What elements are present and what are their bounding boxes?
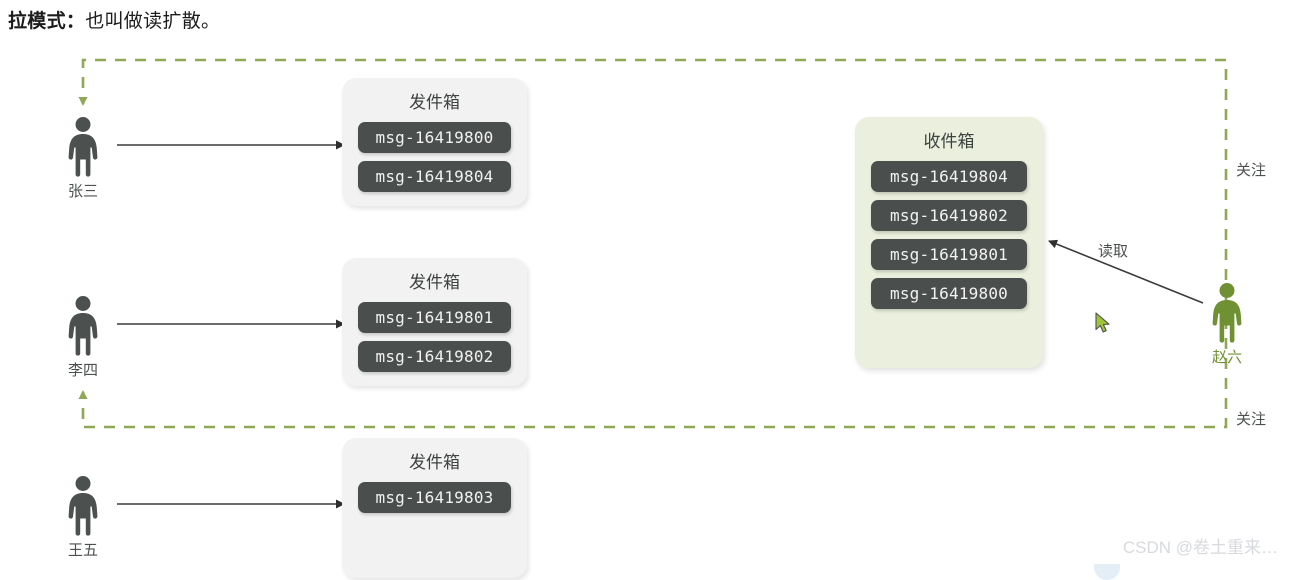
person-name: 王五 xyxy=(67,542,98,559)
person-wangwu[interactable]: 王五 xyxy=(51,475,115,560)
outbox-lisi[interactable]: 发件箱 msg-16419801 msg-16419802 xyxy=(342,258,527,386)
person-icon xyxy=(1212,283,1242,343)
watermark: CSDN @卷土重来… xyxy=(1122,538,1278,557)
person-name: 张三 xyxy=(67,183,98,200)
message-pill[interactable]: msg-16419804 xyxy=(871,161,1027,192)
outbox-title: 发件箱 xyxy=(409,93,460,112)
person-icon xyxy=(68,117,98,177)
message-pill[interactable]: msg-16419802 xyxy=(871,200,1027,231)
read-edge-label: 读取 xyxy=(1098,243,1129,260)
person-zhangsan[interactable]: 张三 xyxy=(51,116,115,201)
page-title-rest: 也叫做读扩散。 xyxy=(85,11,221,32)
person-icon xyxy=(68,476,98,536)
follow-edge-label-bottom: 关注 xyxy=(1236,411,1267,428)
message-pill[interactable]: msg-16419804 xyxy=(358,161,511,192)
watermark-logo-icon xyxy=(1094,564,1120,580)
person-name: 李四 xyxy=(67,362,98,379)
follow-edge-label-top: 关注 xyxy=(1236,162,1267,179)
outbox-zhangsan[interactable]: 发件箱 msg-16419800 msg-16419804 xyxy=(342,78,527,206)
outbox-title: 发件箱 xyxy=(409,453,460,472)
page-title: 拉模式：也叫做读扩散。 xyxy=(8,6,220,33)
message-pill[interactable]: msg-16419802 xyxy=(358,341,511,372)
message-pill[interactable]: msg-16419801 xyxy=(871,239,1027,270)
person-icon xyxy=(68,296,98,356)
person-zhaoliu[interactable]: 赵六 xyxy=(1195,282,1259,367)
inbox-title: 收件箱 xyxy=(923,132,975,151)
follow-path-top xyxy=(78,58,1228,300)
page-title-keyword: 拉模式： xyxy=(8,11,86,32)
outbox-wangwu[interactable]: 发件箱 msg-16419803 xyxy=(342,438,527,578)
person-lisi[interactable]: 李四 xyxy=(51,295,115,380)
inbox-zhaoliu[interactable]: 收件箱 msg-16419804 msg-16419802 msg-164198… xyxy=(855,117,1043,368)
message-pill[interactable]: msg-16419803 xyxy=(358,482,511,513)
mouse-cursor xyxy=(1095,312,1110,333)
outbox-title: 发件箱 xyxy=(409,273,460,292)
follow-path-bottom xyxy=(78,318,1228,429)
person-name: 赵六 xyxy=(1211,349,1242,366)
message-pill[interactable]: msg-16419800 xyxy=(358,122,511,153)
message-pill[interactable]: msg-16419800 xyxy=(871,278,1027,309)
message-pill[interactable]: msg-16419801 xyxy=(358,302,511,333)
